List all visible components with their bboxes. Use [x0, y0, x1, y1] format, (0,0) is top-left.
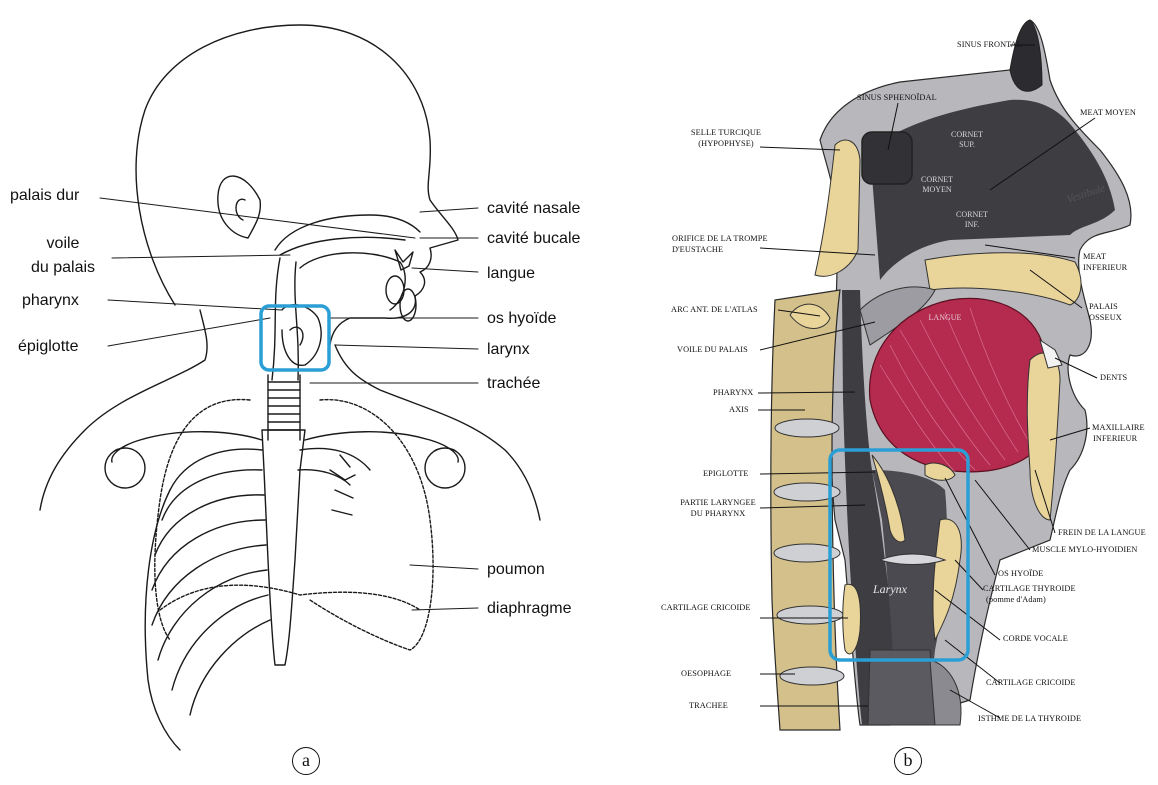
- label-os-hyoide-b: OS HYOÏDE: [998, 569, 1043, 579]
- label-maxillaire-line2: INFERIEUR: [1093, 434, 1137, 444]
- label-larynx: larynx: [487, 340, 530, 359]
- label-voile-line2: du palais: [20, 258, 106, 277]
- label-diaphragme: diaphragme: [487, 599, 572, 618]
- label-langue: langue: [487, 264, 535, 283]
- label-cornet-sup-1: CORNET: [945, 130, 989, 140]
- label-poumon: poumon: [487, 560, 545, 579]
- label-epiglotte-b: EPIGLOTTE: [703, 469, 749, 479]
- label-cricoide-right: CARTILAGE CRICOIDE: [986, 678, 1076, 688]
- label-thyroide-line2: (pomme d'Adam): [986, 595, 1046, 605]
- label-cornet-sup-2: SUP.: [945, 140, 989, 150]
- selle-turcique-bone: [815, 140, 860, 276]
- label-meat-moyen: MEAT MOYEN: [1080, 108, 1136, 118]
- label-oesophage: OESOPHAGE: [681, 669, 731, 679]
- label-isthme: ISTHME DE LA THYROIDE: [978, 714, 1081, 724]
- cricoid-cartilage: [843, 584, 861, 654]
- label-thyroide-line1: CARTILAGE THYROIDE: [983, 584, 1076, 594]
- label-arc-atlas: ARC ANT. DE L'ATLAS: [671, 305, 758, 315]
- label-sinus-frontal: SINUS FRONTAL: [957, 40, 1022, 50]
- label-meat-inf-line2: INFERIEUR: [1083, 263, 1127, 273]
- label-sinus-sphenoidal: SINUS SPHENOÏDAL: [857, 93, 937, 103]
- label-pharynx: pharynx: [22, 291, 79, 310]
- label-langue-inner: LANGUE: [920, 313, 970, 323]
- label-partie-line1: PARTIE LARYNGEE: [680, 498, 756, 508]
- label-voile-line1: voile: [30, 234, 96, 253]
- label-palais-dur: palais dur: [10, 186, 79, 205]
- label-cornet-inf-1: CORNET: [950, 210, 994, 220]
- label-orifice-line1: ORIFICE DE LA TROMPE: [672, 234, 768, 244]
- label-epiglotte: épiglotte: [18, 337, 79, 356]
- label-trachee: trachée: [487, 374, 540, 393]
- label-meat-inf-line1: MEAT: [1083, 252, 1106, 262]
- sinus-sphenoidal: [862, 132, 912, 184]
- label-palais-line1: PALAIS: [1089, 302, 1118, 312]
- panel-b-mark: b: [894, 747, 922, 775]
- label-partie-line2: DU PHARYNX: [680, 509, 756, 519]
- label-os-hyoide: os hyoïde: [487, 309, 556, 328]
- label-voile-du-palais: VOILE DU PALAIS: [677, 345, 748, 355]
- label-dents: DENTS: [1100, 373, 1127, 383]
- label-corde-vocale: CORDE VOCALE: [1003, 634, 1068, 644]
- label-cavite-buccale: cavité bucale: [487, 229, 580, 248]
- label-cricoide-left: CARTILAGE CRICOIDE: [661, 603, 751, 613]
- label-mylo: MUSCLE MYLO-HYOIDIEN: [1032, 545, 1137, 555]
- label-cavite-nasale: cavité nasale: [487, 199, 580, 218]
- label-trachee-b: TRACHEE: [689, 701, 728, 711]
- label-cornet-moyen-2: MOYEN: [915, 185, 959, 195]
- label-axis: AXIS: [729, 405, 749, 415]
- label-frein: FREIN DE LA LANGUE: [1058, 528, 1146, 538]
- label-selle-line1: SELLE TURCIQUE: [686, 128, 766, 138]
- panel-a-mark: a: [292, 747, 320, 775]
- label-maxillaire-line1: MAXILLAIRE: [1092, 423, 1145, 433]
- label-cornet-moyen-1: CORNET: [915, 175, 959, 185]
- vertebral-column: [771, 290, 844, 730]
- label-larynx-inner: Larynx: [873, 582, 907, 597]
- label-palais-line2: OSSEUX: [1089, 313, 1122, 323]
- label-orifice-line2: D'EUSTACHE: [672, 245, 723, 255]
- label-pharynx-b: PHARYNX: [713, 388, 753, 398]
- label-cornet-inf-2: INF.: [950, 220, 994, 230]
- label-selle-line2: (HYPOPHYSE): [686, 139, 766, 149]
